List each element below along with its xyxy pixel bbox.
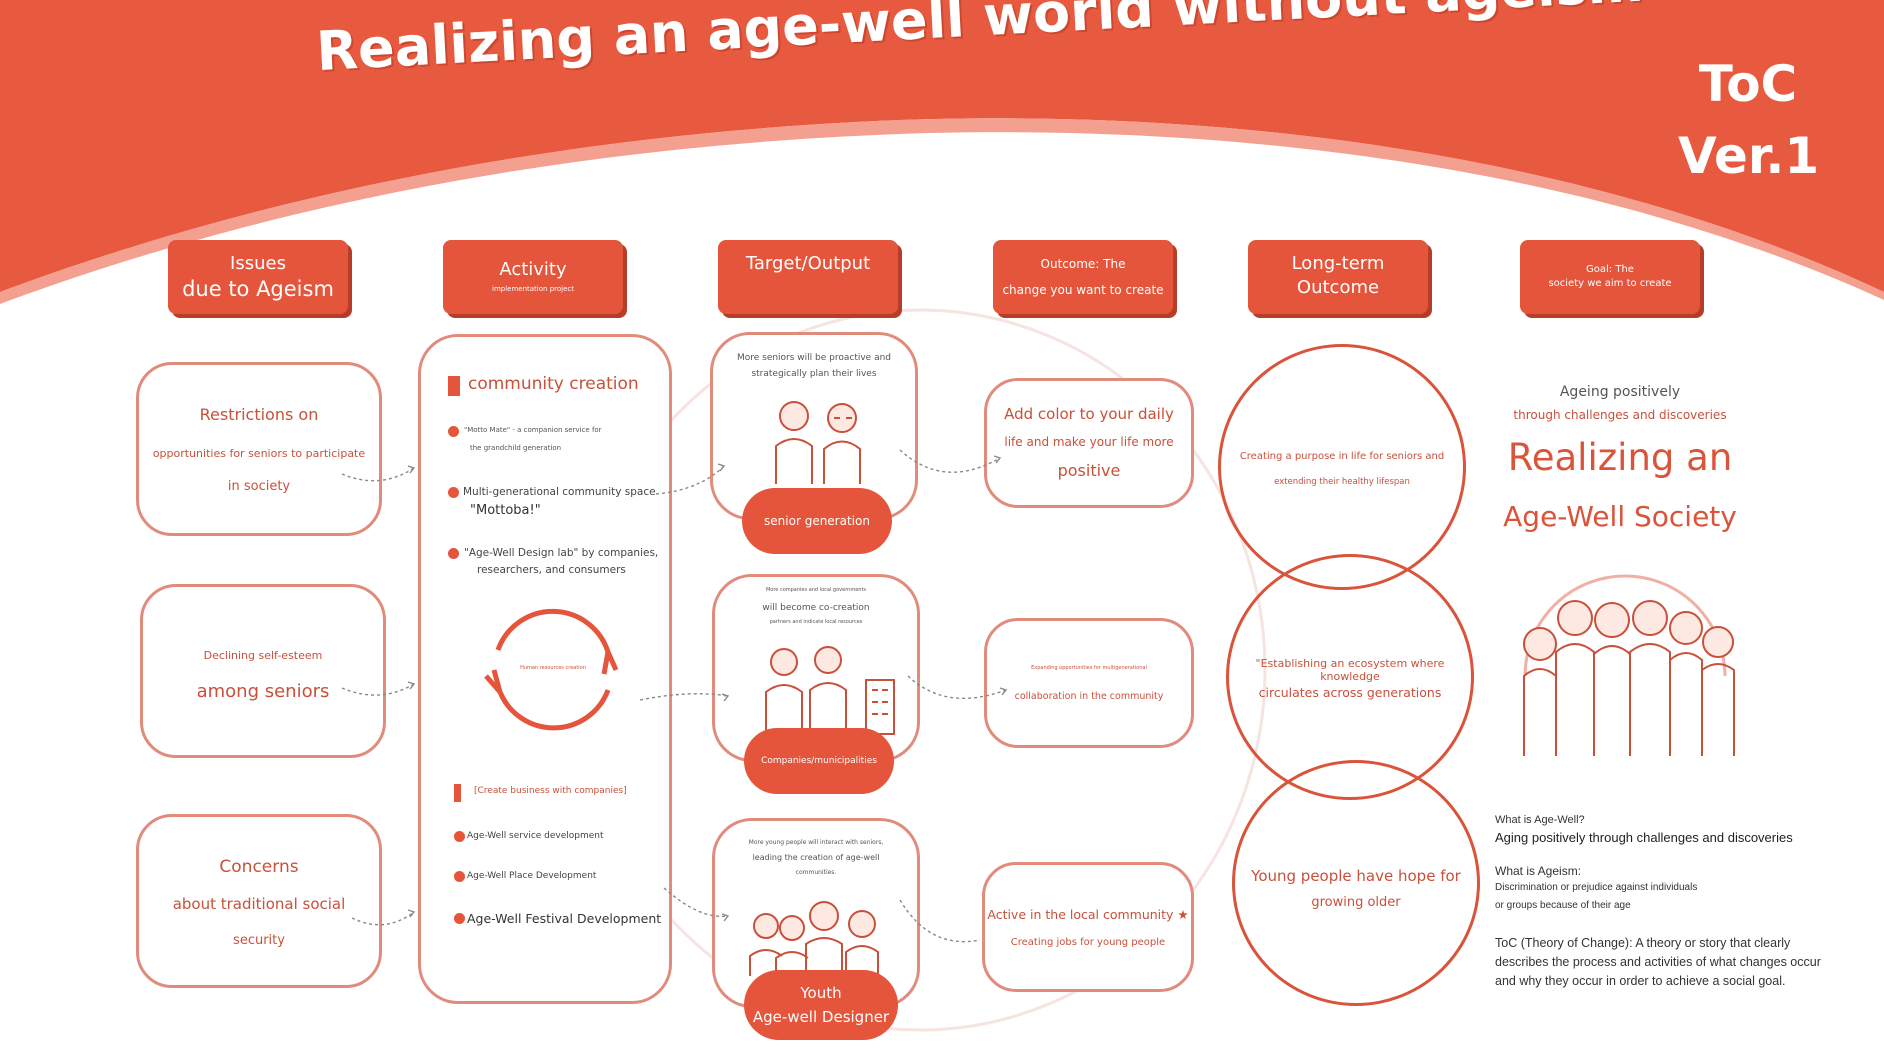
longterm-text: circulates across generations	[1258, 685, 1442, 700]
longterm-ring-hope: Young people have hope for growing older	[1232, 760, 1480, 1006]
note-answer: Discrimination or prejudice against indi…	[1495, 882, 1698, 893]
cycle-arrows-icon	[484, 608, 619, 731]
longterm-text: Creating a purpose in life for seniors a…	[1239, 451, 1445, 462]
youth-group-illustration	[749, 901, 879, 976]
issue-detail: Declining self-esteem	[203, 649, 323, 662]
note-question: What is Age-Well?	[1495, 814, 1585, 826]
outcome-text: Creating jobs for young people	[1010, 937, 1166, 948]
outcome-text: Active in the local community ★	[987, 907, 1189, 922]
bullet-icon	[454, 913, 465, 924]
target-desc: strategically plan their lives	[751, 369, 877, 379]
cycle-label: Human resources creation	[520, 665, 586, 671]
note-question: What is Ageism:	[1495, 864, 1582, 878]
target-desc: will become co-creation	[762, 603, 870, 613]
longterm-text: Young people have hope for	[1251, 867, 1461, 885]
outcome-text: positive	[1057, 461, 1121, 480]
activity-item-service-dev: Age-Well service development	[467, 831, 604, 841]
activity-item-motto-mate: "Motto Mate" - a companion service for	[464, 426, 602, 434]
note-answer: Aging positively through challenges and …	[1495, 830, 1793, 845]
bullet-icon	[448, 548, 459, 559]
issue-title: Concerns	[219, 857, 299, 877]
issue-title: Restrictions on	[199, 405, 319, 424]
bullet-icon	[454, 831, 465, 842]
note-answer: or groups because of their age	[1495, 900, 1631, 911]
longterm-ring-ecosystem: "Establishing an ecosystem where knowled…	[1226, 554, 1474, 800]
activity-item-design-lab: "Age-Well Design lab" by companies,	[464, 547, 659, 559]
outcome-text: Expanding opportunities for multigenerat…	[1031, 665, 1147, 671]
activity-section-business: [Create business with companies]	[474, 786, 627, 796]
longterm-text: extending their healthy lifespan	[1274, 477, 1410, 487]
activity-item-design-lab-cont: researchers, and consumers	[477, 564, 626, 576]
column-header-target: Target/Output	[718, 240, 898, 314]
business-people-illustration	[765, 646, 895, 735]
activity-item-festival-dev: Age-Well Festival Development	[467, 911, 662, 926]
goal-title-2: Age-Well Society	[1503, 500, 1737, 533]
target-desc: leading the creation of age-well	[752, 853, 880, 862]
issue-box-social-security: Concerns about traditional social securi…	[136, 814, 382, 988]
activity-section-community: community creation	[468, 374, 639, 394]
issue-title: among seniors	[196, 681, 330, 702]
note-toc: and why they occur in order to achieve a…	[1495, 974, 1786, 988]
issue-detail: about traditional social	[172, 895, 346, 913]
outcome-box-local-community: Active in the local community ★ Creating…	[982, 862, 1194, 992]
outcome-text: collaboration in the community	[1014, 691, 1164, 702]
target-desc: partners and indicate local resources	[769, 619, 863, 625]
multigenerational-family-illustration	[1523, 574, 1735, 756]
issue-box-self-esteem: Declining self-esteem among seniors	[140, 584, 386, 758]
note-toc: describes the process and activities of …	[1495, 955, 1821, 969]
issue-box-participation: Restrictions on opportunities for senior…	[136, 362, 382, 536]
outcome-text: Add color to your daily	[1004, 405, 1174, 423]
bullet-icon	[448, 426, 459, 437]
target-desc: More seniors will be proactive and	[736, 353, 892, 363]
column-header-goal: Goal: The society we aim to create	[1520, 240, 1700, 314]
longterm-text: growing older	[1311, 895, 1401, 910]
bullet-icon	[454, 871, 465, 882]
activity-item-motto-mate-cont: the grandchild generation	[470, 444, 562, 452]
goal-subtitle-2: through challenges and discoveries	[1513, 408, 1727, 422]
target-box-seniors: More seniors will be proactive and strat…	[710, 332, 918, 520]
activity-panel	[418, 334, 672, 1004]
version-label: ToC Ver.1	[1678, 55, 1820, 185]
goal-title: Realizing an	[1507, 436, 1733, 479]
header-banner	[0, 0, 1884, 304]
activity-item-mottoba: Multi-generational community space	[463, 486, 656, 498]
issue-detail: security	[233, 933, 285, 948]
column-header-issues: Issues due to Ageism	[168, 240, 348, 314]
outcome-box-collaboration: Expanding opportunities for multigenerat…	[984, 618, 1194, 748]
longterm-text: "Establishing an ecosystem where knowled…	[1255, 657, 1445, 683]
column-header-outcome: Outcome: The change you want to create	[993, 240, 1173, 314]
activity-item-place-dev: Age-Well Place Development	[467, 871, 597, 881]
issue-detail: opportunities for seniors to participate	[152, 447, 366, 460]
target-box-companies: More companies and local governments wil…	[712, 574, 920, 762]
target-desc: communities.	[795, 869, 837, 876]
outcome-box-daily-life: Add color to your daily life and make yo…	[984, 378, 1194, 508]
column-header-longterm: Long-term Outcome	[1248, 240, 1428, 314]
senior-couple-illustration	[775, 401, 861, 484]
issue-detail: in society	[227, 479, 291, 494]
target-pill-companies: Companies/municipalities	[744, 728, 894, 794]
goal-subtitle: Ageing positively	[1559, 384, 1681, 400]
longterm-ring-lifespan: Creating a purpose in life for seniors a…	[1218, 344, 1466, 590]
outcome-text: life and make your life more	[1004, 435, 1174, 449]
section-marker	[448, 376, 460, 396]
activity-item-mottoba-cont: "Mottoba!"	[470, 503, 541, 518]
section-marker	[454, 784, 461, 802]
target-desc: More companies and local governments	[765, 587, 867, 593]
target-pill-youth: Youth Age-well Designer	[744, 970, 898, 1040]
note-toc: ToC (Theory of Change): A theory or stor…	[1495, 936, 1791, 950]
target-pill-senior: senior generation	[742, 488, 892, 554]
target-desc: More young people will interact with sen…	[748, 839, 884, 846]
column-header-activity: Activity implementation project	[443, 240, 623, 314]
bullet-icon	[448, 487, 459, 498]
